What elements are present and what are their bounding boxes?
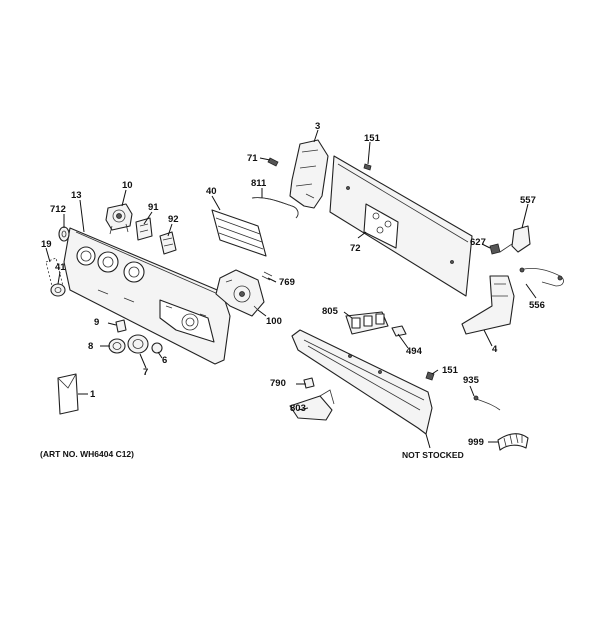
callout-769: 769: [279, 277, 295, 288]
art-number: (ART NO. WH6404 C12): [40, 449, 134, 459]
switch-557: [499, 225, 531, 253]
callout-92: 92: [168, 214, 179, 225]
not-stocked-label: NOT STOCKED: [402, 450, 464, 460]
callout-10: 10: [122, 180, 133, 191]
callout-494: 494: [406, 346, 423, 357]
knob-712: [58, 226, 70, 242]
valve-805: [345, 311, 389, 335]
switch-91: [135, 217, 153, 241]
screw-151-top: [363, 163, 372, 171]
knob-9: [115, 319, 127, 333]
callout-40: 40: [206, 186, 217, 197]
switch-92: [159, 231, 177, 255]
timer: [105, 203, 133, 235]
callout-41: 41: [55, 262, 66, 273]
bracket-3: [289, 139, 329, 209]
callout-811: 811: [251, 178, 267, 189]
callout-6: 6: [162, 355, 167, 366]
callout-8: 8: [88, 341, 93, 352]
callout-19: 19: [41, 239, 52, 250]
callout-803: 803: [290, 403, 306, 414]
callout-1: 1: [90, 389, 96, 400]
console-base: [291, 329, 433, 435]
bracket-4: [461, 275, 515, 335]
callout-999: 999: [468, 437, 484, 448]
callout-935: 935: [463, 375, 480, 386]
callout-790: 790: [270, 378, 286, 389]
screw-71: [267, 157, 279, 167]
callout-71: 71: [247, 153, 258, 164]
control-panel: [63, 227, 231, 365]
manual-1: [57, 373, 79, 415]
part-627: [489, 243, 501, 255]
callout-91: 91: [148, 202, 159, 213]
callout-151-top: 151: [364, 133, 381, 144]
knob-6: [151, 342, 163, 354]
callout-712: 712: [50, 204, 66, 215]
callout-627: 627: [470, 237, 486, 248]
harness-40: [211, 209, 267, 257]
part-494: [391, 325, 407, 337]
backsplash-72: [329, 155, 473, 297]
callout-13: 13: [71, 190, 82, 201]
harness-556: [519, 267, 564, 287]
leader-lines: [45, 129, 537, 449]
knob-7: [127, 334, 149, 354]
callout-805: 805: [322, 306, 339, 317]
callout-556: 556: [529, 300, 545, 311]
callout-9: 9: [94, 317, 99, 328]
part-790: [303, 377, 315, 389]
callout-72: 72: [350, 243, 361, 254]
hose-811: [251, 197, 299, 219]
callout-151-bottom: 151: [442, 365, 459, 376]
callouts: 3 151 71 811 10 13 91 92 40 712 19 41 72…: [41, 121, 545, 448]
knob-8: [108, 338, 126, 354]
callout-3: 3: [315, 121, 320, 132]
callout-7: 7: [143, 367, 148, 378]
clip-999: [497, 433, 529, 451]
callout-100: 100: [266, 316, 282, 327]
wire-935: [473, 395, 501, 411]
dispenser-803: [289, 389, 335, 421]
callout-557: 557: [520, 195, 536, 206]
clip-769: [261, 271, 273, 281]
callout-4: 4: [492, 344, 498, 355]
water-valve-100: [215, 269, 265, 317]
